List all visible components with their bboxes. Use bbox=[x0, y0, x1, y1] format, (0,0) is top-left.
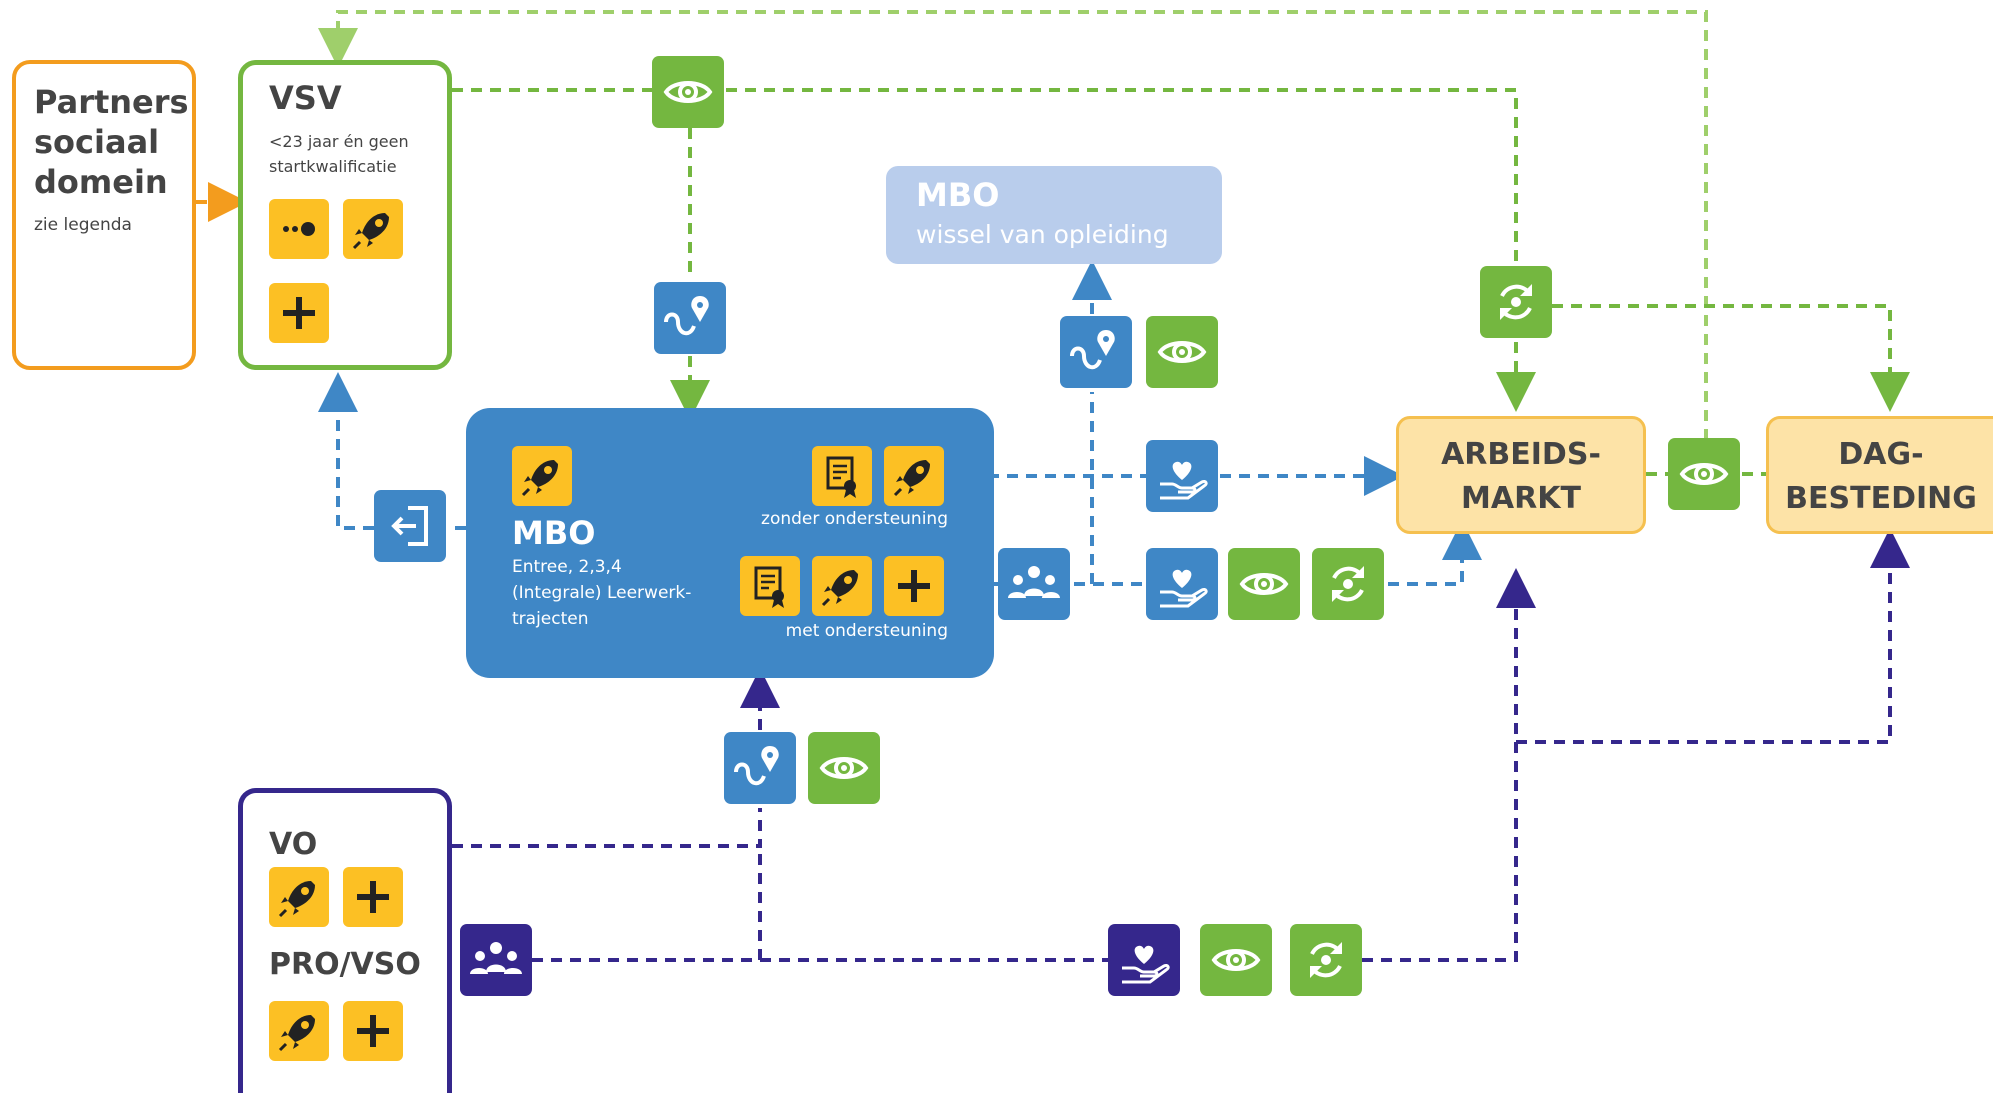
mbo-desc-line-1: Entree, 2,3,4 bbox=[512, 557, 622, 577]
mbo-row1-label: zonder ondersteuning bbox=[761, 509, 948, 529]
partners-title-line-2: sociaal bbox=[34, 123, 160, 161]
rocket-icon bbox=[812, 556, 872, 616]
certificate-icon bbox=[740, 556, 800, 616]
refresh-icon bbox=[1480, 266, 1552, 338]
line-refresh2-to-arbeidsmarkt bbox=[1388, 520, 1482, 586]
vsv-description: <23 jaar én geen startkwalificatie bbox=[269, 129, 409, 179]
vsv-title: VSV bbox=[269, 79, 342, 117]
plus-icon bbox=[343, 1001, 403, 1061]
mbo-main-box: MBO Entree, 2,3,4 (Integrale) Leerwerk- … bbox=[466, 408, 994, 678]
arbeidsmarkt-box: ARBEIDS- MARKT bbox=[1396, 416, 1646, 534]
plus-icon bbox=[884, 556, 944, 616]
eye-icon bbox=[1146, 316, 1218, 388]
partners-title-line-1: Partners bbox=[34, 83, 189, 121]
refresh-icon bbox=[1312, 548, 1384, 620]
rocket-icon bbox=[343, 199, 403, 259]
rocket-icon bbox=[269, 867, 329, 927]
hand-heart-icon bbox=[1146, 548, 1218, 620]
eye-icon bbox=[1668, 438, 1740, 510]
mbo-switch-subtitle: wissel van opleiding bbox=[916, 220, 1169, 249]
group-icon bbox=[998, 548, 1070, 620]
line-eye-to-arbeidsmarkt-route bbox=[726, 88, 1518, 266]
dots-icon bbox=[269, 199, 329, 259]
line-refresh-to-dagbesteding bbox=[1552, 304, 1910, 412]
line-group3-to-mbo bbox=[532, 846, 762, 962]
eye-icon bbox=[808, 732, 880, 804]
line-split-to-dagbesteding bbox=[1516, 528, 1910, 744]
dagbesteding-line-2: BESTEDING bbox=[1785, 481, 1977, 516]
hand-heart-icon bbox=[1108, 924, 1180, 996]
rocket-icon bbox=[512, 446, 572, 506]
mbo-desc-line-3: trajecten bbox=[512, 609, 589, 629]
certificate-icon bbox=[812, 446, 872, 506]
route-pin-icon bbox=[724, 732, 796, 804]
rocket-icon bbox=[884, 446, 944, 506]
mbo-desc-line-2: (Integrale) Leerwerk- bbox=[512, 583, 692, 603]
mbo-main-description: Entree, 2,3,4 (Integrale) Leerwerk- traj… bbox=[512, 554, 691, 632]
hand-heart-icon bbox=[1146, 440, 1218, 512]
eye-icon bbox=[652, 56, 724, 128]
mbo-row2-label: met ondersteuning bbox=[785, 621, 948, 641]
rocket-icon bbox=[269, 1001, 329, 1061]
eye-icon bbox=[1228, 548, 1300, 620]
route-pin-icon bbox=[654, 282, 726, 354]
vsv-box: VSV <23 jaar én geen startkwalificatie bbox=[238, 60, 452, 370]
refresh-icon bbox=[1290, 924, 1362, 996]
line-vo-to-mbo bbox=[452, 808, 762, 848]
mbo-switch-title: MBO bbox=[916, 176, 1000, 214]
partners-note: zie legenda bbox=[34, 215, 132, 235]
exit-icon bbox=[374, 490, 446, 562]
line-arbeidsmarkt-to-vsv bbox=[318, 10, 1708, 440]
vo-title: VO bbox=[269, 827, 318, 862]
dagbesteding-line-1: DAG- bbox=[1838, 437, 1924, 472]
plus-icon bbox=[343, 867, 403, 927]
group-icon bbox=[460, 924, 532, 996]
partners-title-line-3: domein bbox=[34, 163, 168, 201]
pro-vso-title: PRO/VSO bbox=[269, 947, 421, 982]
vsv-desc-line-1: <23 jaar én geen bbox=[269, 132, 409, 151]
vsv-desc-line-2: startkwalificatie bbox=[269, 157, 397, 176]
line-exit-to-vsv bbox=[318, 372, 374, 530]
arbeidsmarkt-line-2: MARKT bbox=[1461, 481, 1581, 516]
partners-title: Partners sociaal domein bbox=[34, 82, 189, 202]
arbeidsmarkt-line-1: ARBEIDS- bbox=[1441, 437, 1601, 472]
vo-box: VO PRO/VSO bbox=[238, 788, 452, 1093]
mbo-switch-box: MBO wissel van opleiding bbox=[886, 166, 1222, 264]
dagbesteding-box: DAG- BESTEDING bbox=[1766, 416, 1993, 534]
route-pin-icon bbox=[1060, 316, 1132, 388]
plus-icon bbox=[269, 283, 329, 343]
partners-box: Partners sociaal domein zie legenda bbox=[12, 60, 196, 370]
mbo-main-title: MBO bbox=[512, 514, 596, 552]
eye-icon bbox=[1200, 924, 1272, 996]
line-refresh3-to-arbeidsmarkt bbox=[1362, 568, 1536, 962]
